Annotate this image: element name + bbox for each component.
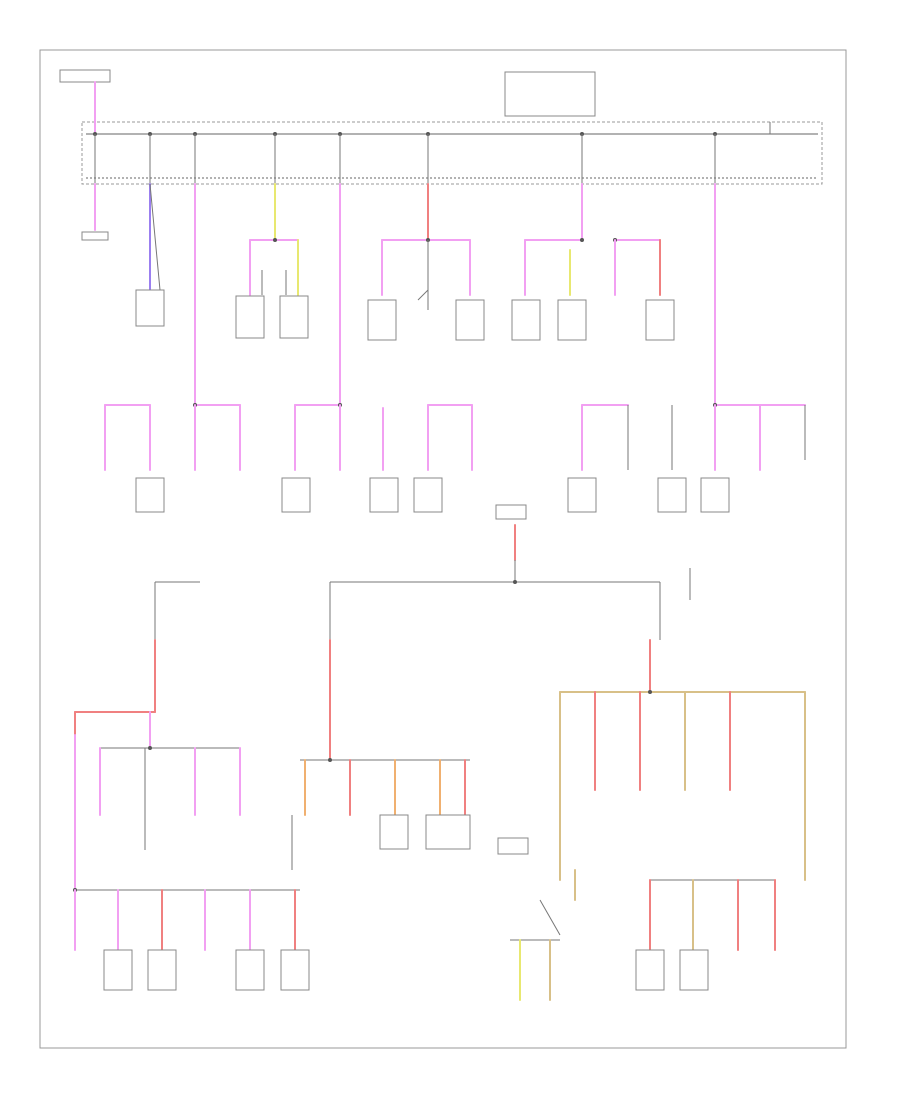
component-4-1: [379, 814, 409, 850]
branch-fuse-6: [367, 183, 485, 341]
component-2-5: [567, 477, 597, 513]
component-3-1: [103, 949, 133, 991]
fuse-4: [273, 132, 277, 184]
component-2-3: [369, 477, 399, 513]
component-2-4: [413, 477, 443, 513]
branch-fuse-7: [511, 183, 675, 341]
fuse-7: [580, 132, 584, 184]
fuse-5: [338, 132, 342, 184]
component-3-3: [235, 949, 265, 991]
component-1-3: [279, 295, 309, 339]
component-1-4: [367, 299, 397, 341]
component-2-6: [657, 477, 687, 513]
branch-fuse-2: [135, 183, 165, 327]
fuse-8: [713, 132, 717, 184]
branch-fuse-1: [81, 183, 109, 241]
component-1-8: [645, 299, 675, 341]
component-5-1: [635, 949, 665, 991]
fuse-6: [426, 132, 430, 184]
component-1-6: [511, 299, 541, 341]
bottom-left-cluster: [73, 581, 310, 991]
component-5-2: [679, 949, 709, 991]
component-2-7: [700, 477, 730, 513]
component-4-2: [425, 814, 471, 850]
component-1-2: [235, 295, 265, 339]
branch-fuse-4: [235, 183, 309, 339]
fuse-box: [59, 69, 823, 185]
fuse-1: [93, 132, 97, 184]
component-1-7: [557, 299, 587, 341]
fuse-drops: [93, 132, 717, 184]
component-2-2: [281, 477, 311, 513]
bottom-center-cluster: [291, 639, 471, 870]
component-3-2: [147, 949, 177, 991]
mid-distribution: [329, 504, 691, 640]
bottom-right-cluster: [559, 639, 806, 991]
row-2: [104, 403, 806, 513]
fuse-3: [193, 132, 197, 184]
fuse-2: [148, 132, 152, 184]
component-2-1: [135, 477, 165, 513]
diagram-frame: [39, 49, 847, 1049]
component-1-5: [455, 299, 485, 341]
component-1-1: [135, 289, 165, 327]
component-3-4: [280, 949, 310, 991]
ignition-switch: [497, 837, 576, 1001]
